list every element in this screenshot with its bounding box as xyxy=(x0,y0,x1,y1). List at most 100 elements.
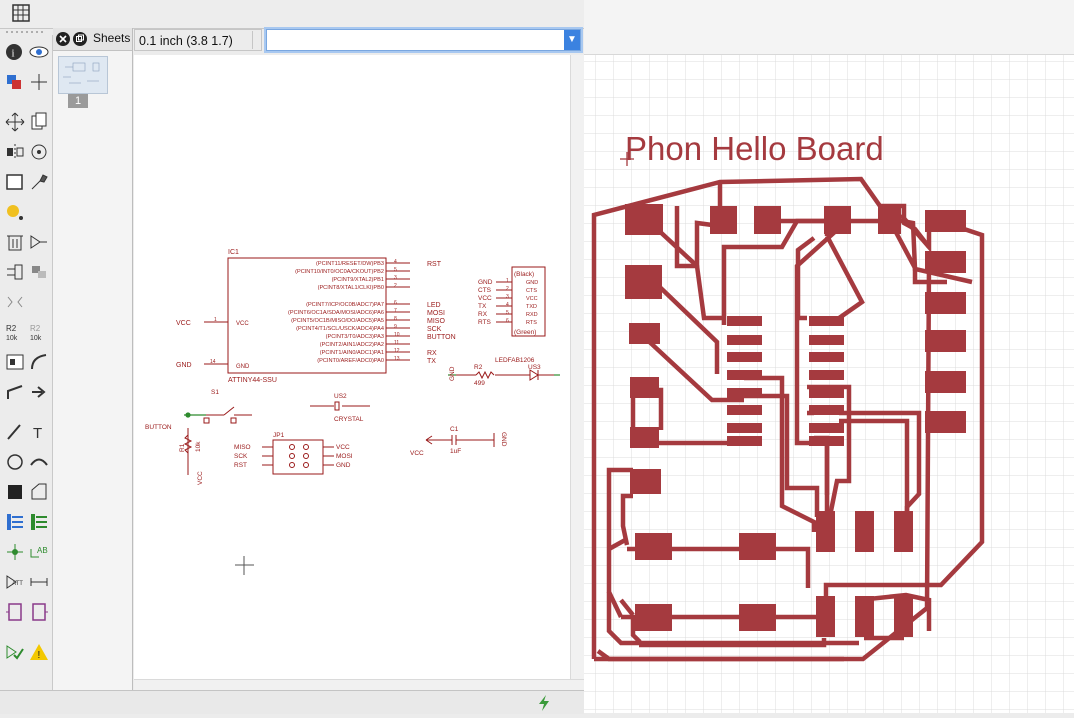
label-icon[interactable]: AB xyxy=(28,541,50,563)
top-toolbar xyxy=(0,0,584,29)
ftdi-pin-number: 2 xyxy=(506,286,509,292)
ftdi-header[interactable] xyxy=(511,266,546,337)
board-origin-mark xyxy=(620,152,634,166)
grid-icon[interactable] xyxy=(8,2,34,24)
ic1-gnd-pin-label: GND xyxy=(236,364,250,370)
ftdi-right-label: RTS xyxy=(526,320,537,326)
mark-icon[interactable] xyxy=(28,71,50,93)
eye-icon[interactable] xyxy=(28,41,50,63)
ic1-name: ATTINY44-SSU xyxy=(228,377,277,384)
command-input[interactable] xyxy=(271,32,565,50)
ic1-pin-number: 4 xyxy=(394,259,397,265)
led-circuit[interactable] xyxy=(456,369,554,381)
led-label: LEDFAB1206 xyxy=(495,357,535,364)
r1-value: 10k xyxy=(195,441,202,452)
svg-text:i: i xyxy=(12,48,15,60)
ftdi-bottom-label: (Green) xyxy=(514,329,536,336)
lightning-icon[interactable] xyxy=(536,694,552,712)
polygon-icon[interactable] xyxy=(28,481,50,503)
divider xyxy=(252,31,253,49)
svg-text:ATT: ATT xyxy=(12,581,23,587)
capacitor-c1[interactable] xyxy=(425,433,495,447)
ic1-pin-number: 6 xyxy=(394,300,397,306)
jp1-right-label: GND xyxy=(336,462,351,469)
ic1-body[interactable] xyxy=(227,257,387,374)
ftdi-pin-number: 5 xyxy=(506,310,509,316)
pinswap-icon[interactable] xyxy=(4,261,26,283)
layers-icon[interactable] xyxy=(4,71,26,93)
horizontal-scrollbar[interactable] xyxy=(134,679,584,691)
ftdi-left-label: GND xyxy=(478,279,493,286)
svg-text:R2: R2 xyxy=(6,324,17,333)
ic1-pin-number: 2 xyxy=(394,283,397,289)
jp1-header[interactable] xyxy=(272,439,324,475)
ic1-ref: IC1 xyxy=(228,249,239,256)
split-icon[interactable] xyxy=(4,381,26,403)
ic1-pin-label: (PCINT7/ICP/OC0B/ADC7)PA7 xyxy=(306,302,384,308)
c1-gnd: GND xyxy=(500,432,507,447)
wire-icon[interactable] xyxy=(4,421,26,443)
replace-icon[interactable] xyxy=(4,291,26,313)
schematic-canvas[interactable]: IC1 ATTINY44-SSU VCC GND VCC GND 1 14 (P… xyxy=(134,55,570,679)
ic1-pin-label: (PCINT10/INT0/OC0A/CKOUT)PB2 xyxy=(295,269,384,275)
crystal[interactable] xyxy=(310,401,370,411)
attribute-icon[interactable]: ATT xyxy=(4,571,26,593)
status-bar xyxy=(0,690,584,714)
vertical-scrollbar[interactable] xyxy=(570,55,585,679)
command-line[interactable]: ▼ xyxy=(266,29,581,51)
move-icon[interactable] xyxy=(4,111,26,133)
sheet-number[interactable]: 1 xyxy=(68,94,88,108)
erc-icon[interactable] xyxy=(4,641,26,663)
jp1-left-label: RST xyxy=(234,462,247,469)
dimension-icon[interactable] xyxy=(28,571,50,593)
group-icon[interactable] xyxy=(4,171,26,193)
ic1-pin-number: 9 xyxy=(394,324,397,330)
gateswap-icon[interactable] xyxy=(28,261,50,283)
ic1-pins xyxy=(204,262,410,365)
frame-icon[interactable] xyxy=(4,601,26,623)
detach-icon[interactable] xyxy=(72,31,88,47)
sheets-panel-header: Sheets xyxy=(53,28,132,51)
module-icon[interactable] xyxy=(28,601,50,623)
warning-icon[interactable]: ! xyxy=(28,641,50,663)
invoke-icon[interactable] xyxy=(28,381,50,403)
close-icon[interactable] xyxy=(55,31,71,47)
grid-display[interactable]: 0.1 inch (3.8 1.7) xyxy=(134,29,262,51)
ftdi-left-label: RTS xyxy=(478,319,492,326)
board-canvas[interactable]: Phon Hello Board xyxy=(584,55,1074,713)
ic1-net-label: RX xyxy=(427,350,437,357)
copy-icon[interactable] xyxy=(28,111,50,133)
ftdi-pins xyxy=(496,281,512,323)
jp1-right-label: VCC xyxy=(336,444,350,451)
delete-icon[interactable] xyxy=(4,231,26,253)
ftdi-pin-number: 4 xyxy=(506,302,509,308)
switch-s1[interactable] xyxy=(183,406,252,475)
text-icon[interactable]: T xyxy=(28,421,50,443)
ftdi-right-label: CTS xyxy=(526,288,537,294)
net-junction xyxy=(185,412,191,418)
mirror-icon[interactable] xyxy=(4,141,26,163)
bus-icon[interactable] xyxy=(4,511,26,533)
net-icon[interactable] xyxy=(28,511,50,533)
circle-icon[interactable] xyxy=(4,451,26,473)
info-icon[interactable]: i xyxy=(4,41,26,63)
sheet-thumbnail[interactable] xyxy=(58,56,108,94)
add-part-icon[interactable] xyxy=(28,231,50,253)
ic1-pin-label: (PCINT6/OC1A/SDA/MOSI/ADC6)PA6 xyxy=(288,310,384,316)
ic1-pin-label: (PCINT2/AIN1/ADC2)PA2 xyxy=(320,342,384,348)
rectangle-icon[interactable] xyxy=(4,481,26,503)
jp1-left-label: SCK xyxy=(234,453,248,460)
smash-icon[interactable] xyxy=(4,351,26,373)
chevron-down-icon[interactable]: ▼ xyxy=(564,30,580,50)
paste-icon[interactable] xyxy=(4,201,26,223)
miter-icon[interactable] xyxy=(28,351,50,373)
ic1-vcc-pin-label: VCC xyxy=(236,321,249,327)
ftdi-pin-number: 3 xyxy=(506,294,509,300)
change-icon[interactable] xyxy=(28,171,50,193)
arc-icon[interactable] xyxy=(28,451,50,473)
rotate-icon[interactable] xyxy=(28,141,50,163)
junction-icon[interactable] xyxy=(4,541,26,563)
board-title: Phon Hello Board xyxy=(625,130,884,167)
